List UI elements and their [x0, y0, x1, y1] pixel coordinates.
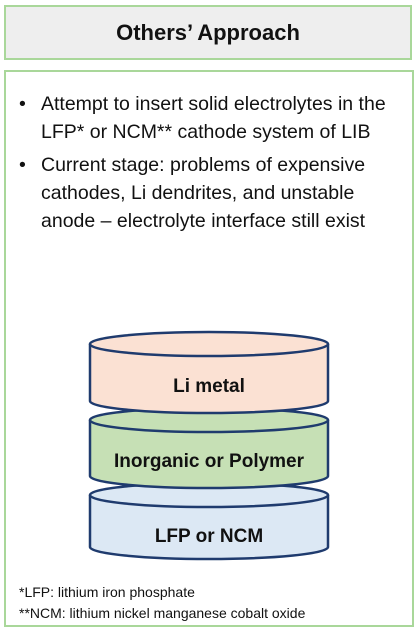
bullet-marker: • — [19, 93, 26, 115]
stack-layer-top: Li metal — [88, 330, 330, 415]
footnotes: *LFP: lithium iron phosphate **NCM: lith… — [19, 582, 305, 624]
layer-body — [88, 344, 330, 415]
bullet-item: • Attempt to insert solid electrolytes i… — [19, 90, 394, 146]
battery-stack-diagram: LFP or NCM Inorganic or Polymer Li metal — [88, 330, 330, 561]
stack-layer-middle: Inorganic or Polymer — [88, 406, 330, 490]
footnote-lfp: *LFP: lithium iron phosphate — [19, 584, 195, 600]
title-box: Others’ Approach — [4, 5, 412, 60]
layer-label: Inorganic or Polymer — [114, 451, 305, 472]
bullet-item: • Current stage: problems of expensive c… — [19, 151, 394, 235]
bullet-text: Attempt to insert solid electrolytes in … — [41, 93, 386, 143]
bullet-marker: • — [19, 154, 26, 176]
page-title: Others’ Approach — [116, 19, 300, 45]
content-panel: • Attempt to insert solid electrolytes i… — [4, 70, 414, 627]
layer-body — [88, 420, 330, 490]
layer-label: LFP or NCM — [155, 526, 263, 547]
stack-layer-bottom: LFP or NCM — [88, 481, 330, 561]
layer-top-ellipse — [88, 330, 330, 358]
bullet-text: Current stage: problems of expensive cat… — [41, 154, 366, 232]
layer-label: Li metal — [173, 376, 245, 397]
bullet-list: • Attempt to insert solid electrolytes i… — [19, 90, 394, 240]
footnote-ncm: **NCM: lithium nickel manganese cobalt o… — [19, 605, 306, 621]
layer-body — [88, 495, 330, 561]
